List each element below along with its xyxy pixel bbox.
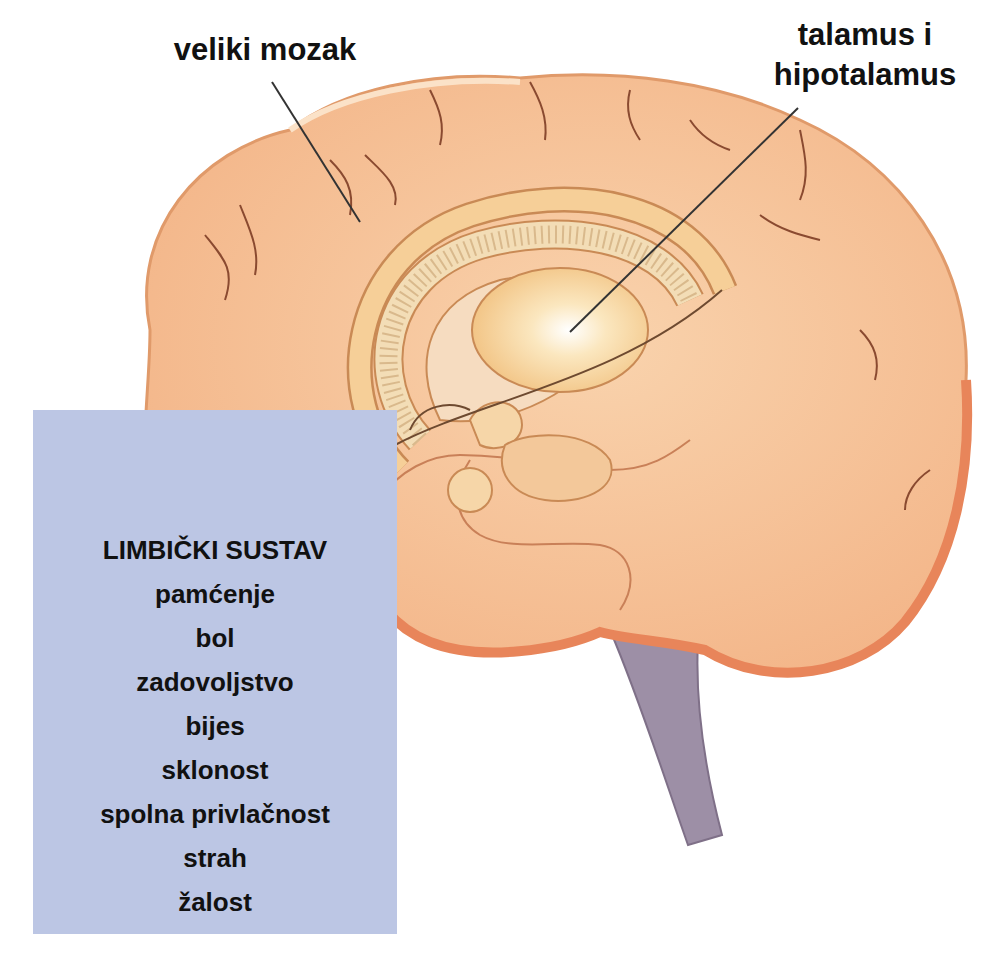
list-item: žalost	[33, 880, 397, 924]
list-item: spolna privlačnost	[33, 792, 397, 836]
thalamus	[472, 268, 648, 392]
brain-rim	[362, 380, 967, 673]
leader-line	[570, 108, 798, 332]
list-item: sklonost	[33, 748, 397, 792]
brain-highlight	[290, 81, 520, 130]
amygdala	[448, 468, 492, 512]
limbic-band	[388, 234, 690, 440]
limbic-band	[388, 234, 690, 440]
limbic-structure	[502, 435, 612, 501]
list-item: bol	[33, 616, 397, 660]
limbic-arc	[360, 200, 725, 470]
brainstem	[610, 630, 722, 845]
box-heading: LIMBIČKI SUSTAV	[33, 528, 397, 572]
fornix-line	[395, 290, 722, 445]
limbic-arc	[360, 200, 725, 470]
part-label: talamus i hipotalamus	[735, 15, 995, 95]
limbic-stripes	[388, 234, 690, 440]
list-item: bijes	[33, 704, 397, 748]
part-label: veliki mozak	[140, 30, 390, 70]
fornix-line	[410, 405, 470, 430]
category-box: LIMBIČKI SUSTAVpamćenjebolzadovoljstvobi…	[33, 410, 397, 934]
list-item: strah	[33, 836, 397, 880]
list-item: zadovoljstvo	[33, 660, 397, 704]
list-item: pamćenje	[33, 572, 397, 616]
leader-line	[272, 82, 360, 222]
